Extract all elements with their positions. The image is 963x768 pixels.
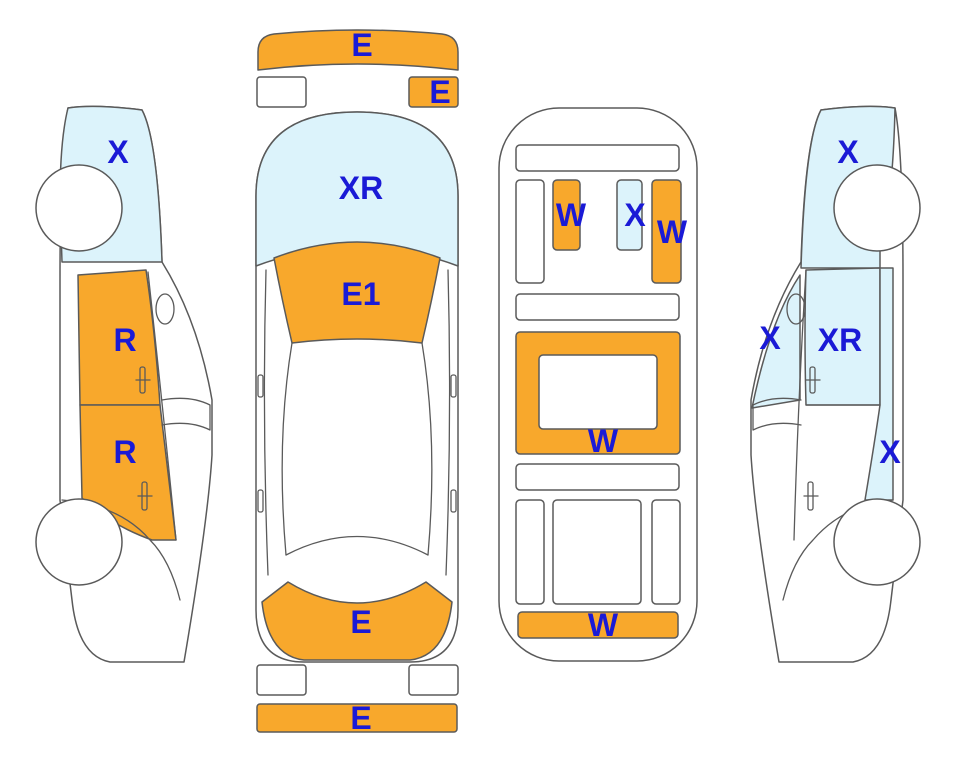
- label-floor-left-rail: W: [556, 197, 587, 233]
- label-left-rear-door: R: [113, 434, 136, 470]
- floor-center-inner: [538, 354, 658, 430]
- floor-top-strip: [515, 144, 680, 172]
- right-rear-wheel: [833, 498, 921, 586]
- left-taillight[interactable]: [256, 664, 307, 696]
- top-right-inner-line: [421, 342, 433, 556]
- label-right-front-window: X: [837, 134, 859, 170]
- floor-lower-right: [651, 499, 681, 605]
- right-rear-door-handle: [803, 481, 819, 511]
- top-left-mirror-front: [257, 374, 264, 398]
- right-mirror: [786, 293, 806, 325]
- label-front-bumper: E: [351, 27, 372, 63]
- front-bumper-panel[interactable]: [257, 29, 459, 71]
- label-floor-right-rail: W: [657, 214, 688, 250]
- trunk-lid-panel[interactable]: [261, 581, 453, 661]
- label-rear-bumper: E: [350, 700, 371, 736]
- left-side-view: X R R: [35, 105, 213, 663]
- label-left-front-window: X: [107, 134, 129, 170]
- left-headlight[interactable]: [256, 76, 307, 108]
- left-rear-door-handle: [137, 481, 153, 511]
- left-front-door-handle: [135, 366, 151, 394]
- floor-lower-center: [552, 499, 642, 605]
- right-headlight-panel[interactable]: [408, 76, 459, 108]
- top-right-body-line: [445, 269, 451, 576]
- right-front-door-handle: [805, 366, 821, 394]
- floor-rear-panel[interactable]: [517, 611, 679, 639]
- top-left-inner-line: [281, 342, 293, 556]
- top-rear-window-line: [285, 535, 429, 556]
- rear-bumper-panel[interactable]: [256, 703, 458, 733]
- floor-left-rail-panel[interactable]: [552, 179, 581, 251]
- label-right-door: XR: [818, 322, 862, 358]
- label-left-front-door: R: [113, 322, 136, 358]
- label-right-headlight: E: [429, 74, 450, 110]
- right-front-door-window-panel[interactable]: [751, 274, 801, 409]
- left-mirror: [155, 293, 175, 325]
- floor-lower-strip: [515, 463, 680, 491]
- top-left-mirror-rear: [257, 489, 264, 513]
- label-trunk-lid: E: [350, 604, 371, 640]
- label-floor-center-floor: W: [588, 423, 619, 459]
- right-front-wheel: [833, 164, 921, 252]
- top-left-body-line: [263, 269, 269, 576]
- left-door-seam: [147, 271, 177, 541]
- label-right-rear-pillar: X: [879, 434, 901, 470]
- label-floor-center-panel: X: [624, 197, 646, 233]
- floor-view: W X W W W: [498, 107, 698, 662]
- right-window-line: [752, 397, 802, 431]
- top-right-mirror-rear: [450, 489, 457, 513]
- floor-center-panel[interactable]: [616, 179, 643, 251]
- right-side-view: X X XR X: [750, 105, 921, 663]
- left-rear-wheel: [35, 498, 123, 586]
- floor-mid-strip: [515, 293, 680, 321]
- floor-right-rail-panel[interactable]: [651, 179, 682, 284]
- top-right-mirror-front: [450, 374, 457, 398]
- label-hood: E1: [341, 276, 380, 312]
- left-front-wheel: [35, 164, 123, 252]
- floor-left-strip: [515, 179, 545, 284]
- floor-lower-left: [515, 499, 545, 605]
- top-view: E E XR E1 E E: [255, 27, 459, 736]
- right-taillight[interactable]: [408, 664, 459, 696]
- label-windshield: XR: [339, 170, 383, 206]
- left-window-line: [161, 397, 211, 431]
- label-floor-rear-panel: W: [588, 607, 619, 643]
- label-right-front-door-window: X: [759, 320, 781, 356]
